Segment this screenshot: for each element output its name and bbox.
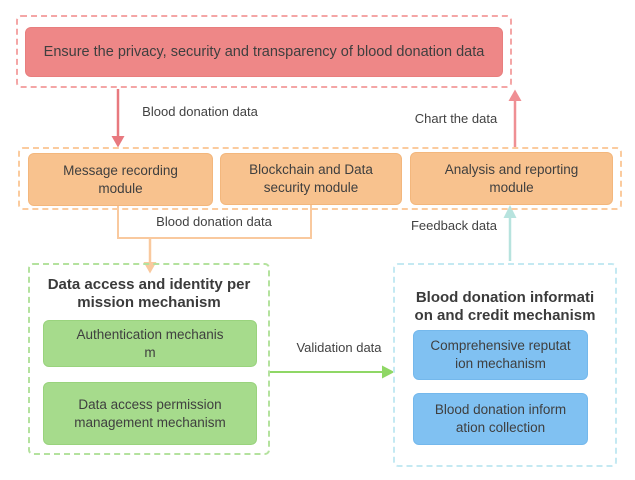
module-label-line: Analysis and reporting	[444, 161, 579, 177]
module-box-message-recording: Message recording module	[28, 153, 213, 206]
label-blood-donation-top: Blood donation data	[142, 104, 258, 119]
goal-box: Ensure the privacy, security and transpa…	[25, 27, 503, 77]
access-mechanism-container: Data access and identity per mission mec…	[28, 263, 270, 455]
credit-mechanism-container: Blood donation informati on and credit m…	[393, 263, 617, 467]
label-chart-the-data: Chart the data	[414, 111, 498, 126]
donation-information-collection-box: Blood donation inform ation collection	[413, 393, 588, 445]
credit-mechanism-title: Blood donation informati on and credit m…	[414, 289, 596, 324]
modules-container: Message recording module Blockchain and …	[18, 147, 622, 210]
feedback-up-arrow	[503, 205, 517, 261]
validation-right-arrow	[270, 365, 395, 379]
goal-container: Ensure the privacy, security and transpa…	[16, 15, 512, 88]
module-label-line: module	[98, 180, 143, 196]
data-access-permission-box: Data access permission management mechan…	[43, 382, 257, 445]
blood-donation-down-arrow	[111, 89, 125, 148]
module-box-blockchain-security: Blockchain and Data security module	[220, 153, 402, 205]
module-label-line: module	[489, 179, 534, 195]
module-box-analysis-reporting: Analysis and reporting module	[410, 152, 613, 205]
access-mechanism-title: Data access and identity per mission mec…	[47, 276, 251, 311]
chart-up-arrow	[508, 89, 522, 147]
label-blood-donation-mid: Blood donation data	[156, 214, 272, 229]
module-label-line: security module	[263, 180, 359, 195]
label-validation-data: Validation data	[296, 340, 382, 355]
module-label-line: Message recording	[63, 162, 178, 178]
authentication-mechanism-box: Authentication mechanis m	[43, 320, 257, 367]
module-label-line: Blockchain and Data	[249, 162, 373, 178]
comprehensive-reputation-box: Comprehensive reputat ion mechanism	[413, 330, 588, 380]
label-feedback-data: Feedback data	[410, 218, 497, 233]
goal-text: Ensure the privacy, security and transpa…	[43, 43, 485, 60]
